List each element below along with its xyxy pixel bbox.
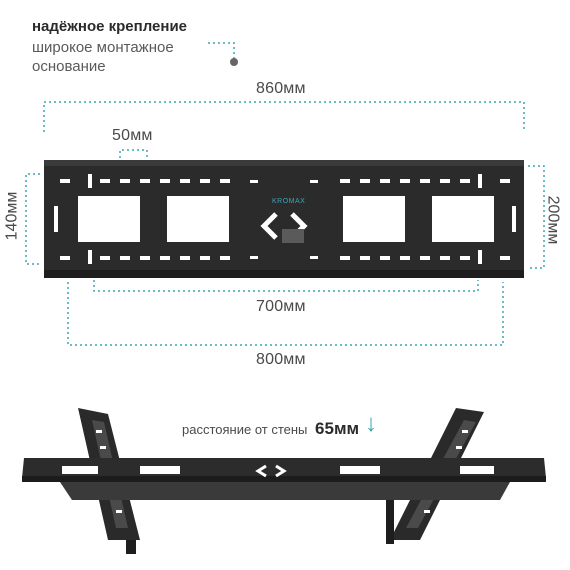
spec-label: [282, 229, 304, 243]
leader-dot: [230, 58, 238, 66]
dim-label-200: 200мм: [544, 195, 562, 245]
wall-distance: расстояние от стены 65мм: [182, 419, 359, 439]
feature-subtitle: широкое монтажное основание: [32, 39, 174, 75]
dim-line-50: [119, 149, 148, 158]
dim-label-800: 800мм: [256, 351, 306, 368]
mount-plate-front: [44, 160, 524, 278]
dim-label-140: 140мм: [3, 191, 21, 241]
feature-title: надёжное крепление: [32, 18, 188, 35]
dim-label-860: 860мм: [256, 80, 306, 97]
plate-brand: KROMAX: [272, 198, 305, 205]
dim-line-140: [25, 173, 40, 265]
dim-label-50: 50мм: [112, 127, 153, 144]
mount-perspective: [22, 408, 546, 554]
dim-line-200: [528, 165, 545, 269]
dim-line-800: [67, 282, 504, 346]
rail-chevron-icon: [255, 464, 287, 478]
wall-distance-value: 65мм: [315, 419, 360, 438]
dim-line-700: [93, 280, 479, 292]
arrow-down-icon: ↓: [365, 410, 377, 437]
leader-line: [208, 42, 235, 60]
dim-label-700: 700мм: [256, 298, 306, 315]
dim-line-860: [43, 101, 525, 132]
wall-distance-label: расстояние от стены: [182, 422, 308, 437]
